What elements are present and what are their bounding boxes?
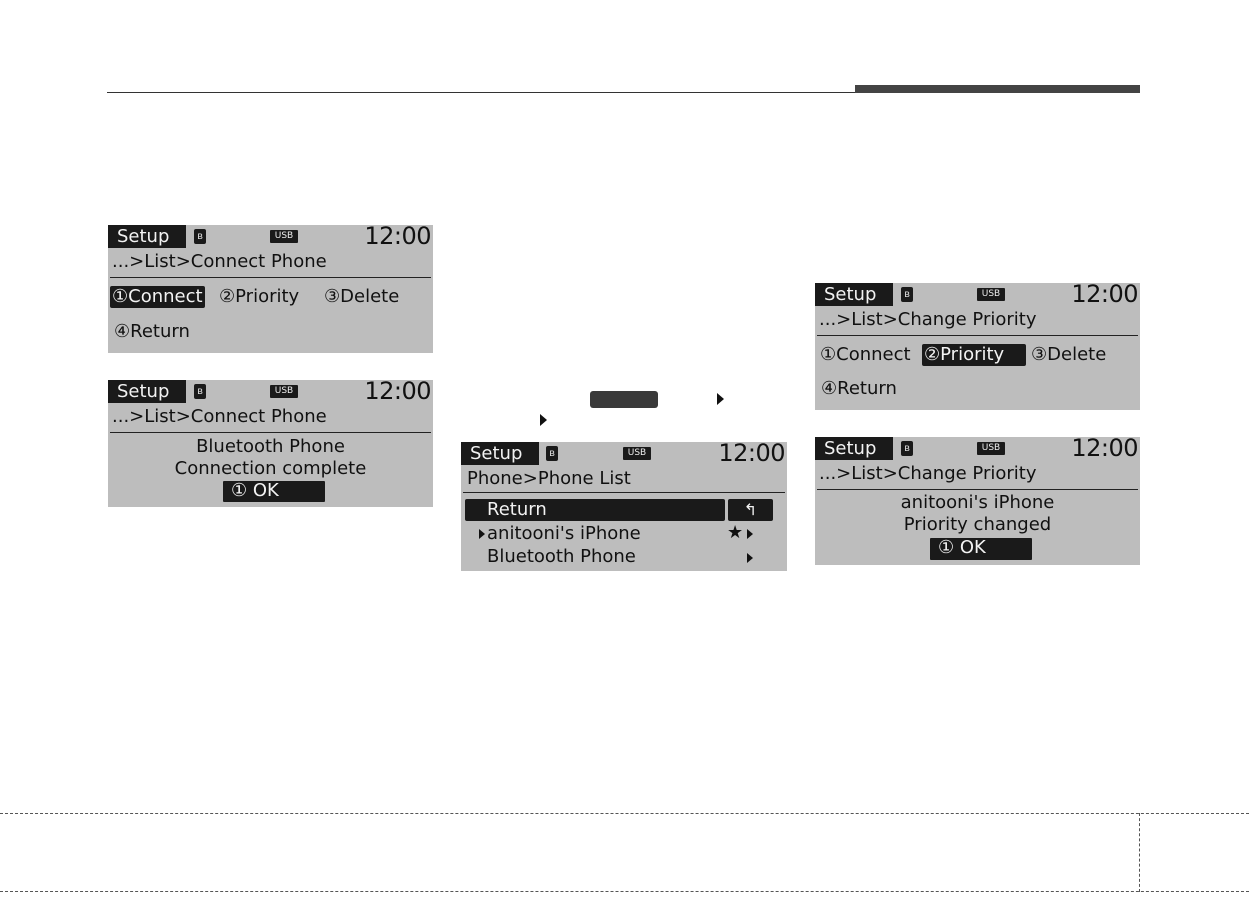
bluetooth-icon: ʙ bbox=[546, 446, 558, 461]
setup-tab: Setup bbox=[108, 380, 186, 403]
option-return[interactable]: ④Return bbox=[114, 321, 190, 342]
option-return[interactable]: ④Return bbox=[821, 378, 897, 399]
screen-priority-menu: Setup ʙ USB 12:00 ...>List>Change Priori… bbox=[815, 283, 1140, 410]
breadcrumb: ...>List>Change Priority bbox=[819, 309, 1037, 330]
bluetooth-icon: ʙ bbox=[194, 229, 206, 244]
option-connect[interactable]: ①Connect bbox=[110, 286, 205, 308]
usb-icon: USB bbox=[270, 385, 298, 398]
bluetooth-icon: ʙ bbox=[194, 384, 206, 399]
screen-connect-menu: Setup ʙ USB 12:00 ...>List>Connect Phone… bbox=[108, 225, 433, 353]
chevron-right-icon bbox=[747, 553, 753, 563]
chevron-right-icon bbox=[747, 529, 753, 539]
usb-icon: USB bbox=[977, 442, 1005, 455]
usb-icon: USB bbox=[977, 288, 1005, 301]
setup-tab: Setup bbox=[815, 437, 893, 460]
play-icon bbox=[479, 529, 485, 539]
option-delete[interactable]: ③Delete bbox=[1031, 344, 1107, 365]
bluetooth-icon: ʙ bbox=[901, 287, 913, 302]
ok-button[interactable]: ① OK bbox=[930, 538, 1032, 560]
return-icon[interactable]: ↰ bbox=[728, 499, 773, 521]
bluetooth-icon: ʙ bbox=[901, 441, 913, 456]
clock: 12:00 bbox=[1071, 283, 1138, 308]
clock: 12:00 bbox=[364, 225, 431, 250]
screen-connect-done: Setup ʙ USB 12:00 ...>List>Connect Phone… bbox=[108, 380, 433, 507]
message-line-1: Bluetooth Phone bbox=[196, 436, 345, 457]
divider bbox=[817, 489, 1138, 490]
footer-dotted-line bbox=[0, 813, 1249, 814]
clock: 12:00 bbox=[364, 380, 431, 405]
setup-tab: Setup bbox=[108, 225, 186, 248]
option-connect[interactable]: ①Connect bbox=[820, 344, 911, 365]
setup-tab: Setup bbox=[461, 442, 539, 465]
option-delete[interactable]: ③Delete bbox=[324, 286, 400, 307]
header-rule bbox=[107, 92, 855, 93]
arrow-right-icon bbox=[717, 393, 724, 405]
usb-icon: USB bbox=[270, 230, 298, 243]
header-bar bbox=[855, 85, 1140, 93]
breadcrumb: Phone>Phone List bbox=[467, 468, 631, 489]
divider bbox=[463, 492, 785, 493]
breadcrumb: ...>List>Change Priority bbox=[819, 463, 1037, 484]
footer-dotted-line-bottom bbox=[0, 891, 1249, 892]
star-icon: ★ bbox=[727, 522, 744, 543]
breadcrumb: ...>List>Connect Phone bbox=[112, 406, 327, 427]
option-priority[interactable]: ②Priority bbox=[922, 344, 1026, 366]
list-item-return[interactable]: Return bbox=[465, 499, 725, 521]
usb-icon: USB bbox=[623, 447, 651, 460]
footer-divider bbox=[1139, 813, 1140, 892]
clock: 12:00 bbox=[1071, 437, 1138, 462]
setup-key-icon bbox=[590, 391, 658, 408]
list-item-phone[interactable]: Bluetooth Phone bbox=[487, 546, 636, 567]
breadcrumb: ...>List>Connect Phone bbox=[112, 251, 327, 272]
divider bbox=[110, 277, 431, 278]
list-item-label: Return bbox=[487, 499, 547, 520]
clock: 12:00 bbox=[718, 442, 785, 467]
screen-priority-done: Setup ʙ USB 12:00 ...>List>Change Priori… bbox=[815, 437, 1140, 565]
ok-button[interactable]: ① OK bbox=[223, 481, 325, 502]
message-line-2: Connection complete bbox=[174, 458, 367, 479]
setup-tab: Setup bbox=[815, 283, 893, 306]
option-priority[interactable]: ②Priority bbox=[219, 286, 300, 307]
list-item-phone[interactable]: anitooni's iPhone bbox=[487, 523, 641, 544]
divider bbox=[110, 432, 431, 433]
arrow-right-icon bbox=[540, 414, 547, 426]
divider bbox=[817, 335, 1138, 336]
message-line-1: anitooni's iPhone bbox=[900, 492, 1055, 513]
screen-phone-list: Setup ʙ USB 12:00 Phone>Phone List Retur… bbox=[461, 442, 787, 571]
message-line-2: Priority changed bbox=[903, 514, 1052, 535]
